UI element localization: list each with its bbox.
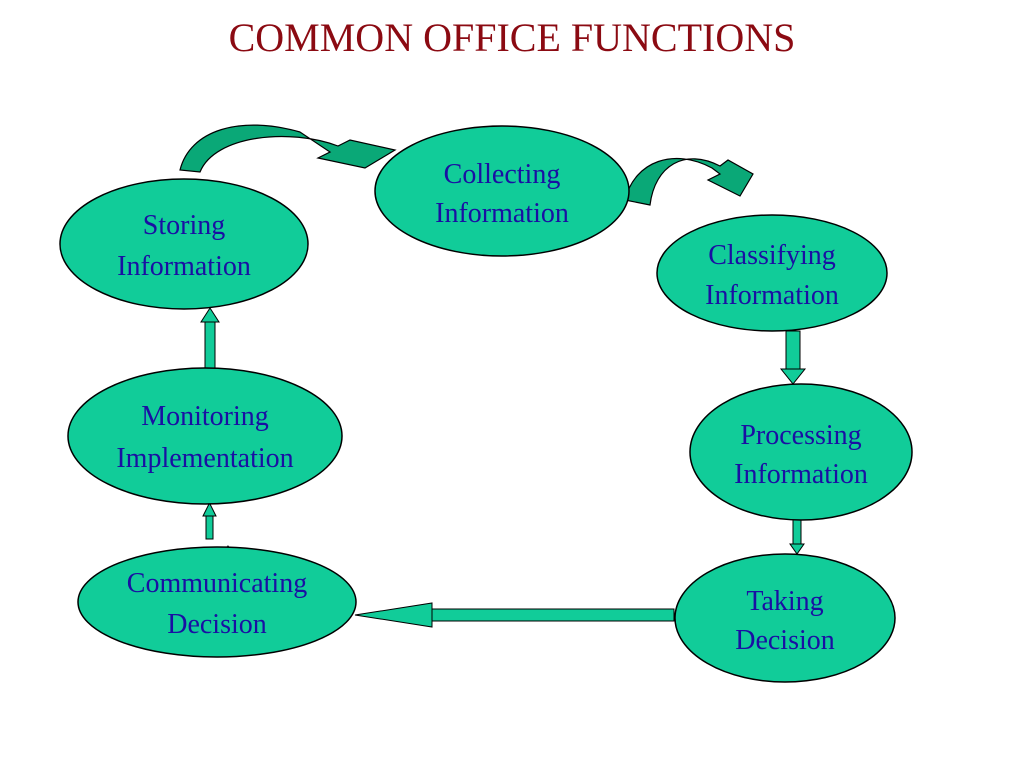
node-line: Information — [705, 280, 839, 311]
node-line: Classifying — [708, 240, 836, 271]
node-line: Processing — [740, 420, 861, 451]
arrow-monitoring-to-storing — [200, 307, 220, 369]
node-line: Information — [117, 251, 251, 282]
page-title: COMMON OFFICE FUNCTIONS — [228, 15, 796, 60]
node-line: Storing — [143, 210, 225, 241]
node-line: Information — [734, 459, 868, 490]
node-line: Collecting — [444, 159, 561, 190]
node-line: Taking — [746, 586, 823, 617]
node-line: Communicating — [127, 568, 307, 599]
node-line: Information — [435, 198, 569, 229]
arrow-processing-to-taking — [789, 518, 805, 555]
node-line: Implementation — [116, 443, 293, 474]
arrow-classifying-to-processing — [779, 330, 807, 385]
curved-arrow-storing-to-collecting — [179, 124, 397, 173]
node-line: Monitoring — [141, 401, 269, 432]
node-line: Decision — [167, 609, 267, 640]
arrow-taking-to-communicating — [354, 602, 675, 628]
arrow-communicating-to-monitoring — [202, 501, 217, 540]
curved-arrow-collecting-to-classifying — [624, 157, 754, 206]
node-line: Decision — [735, 625, 835, 656]
